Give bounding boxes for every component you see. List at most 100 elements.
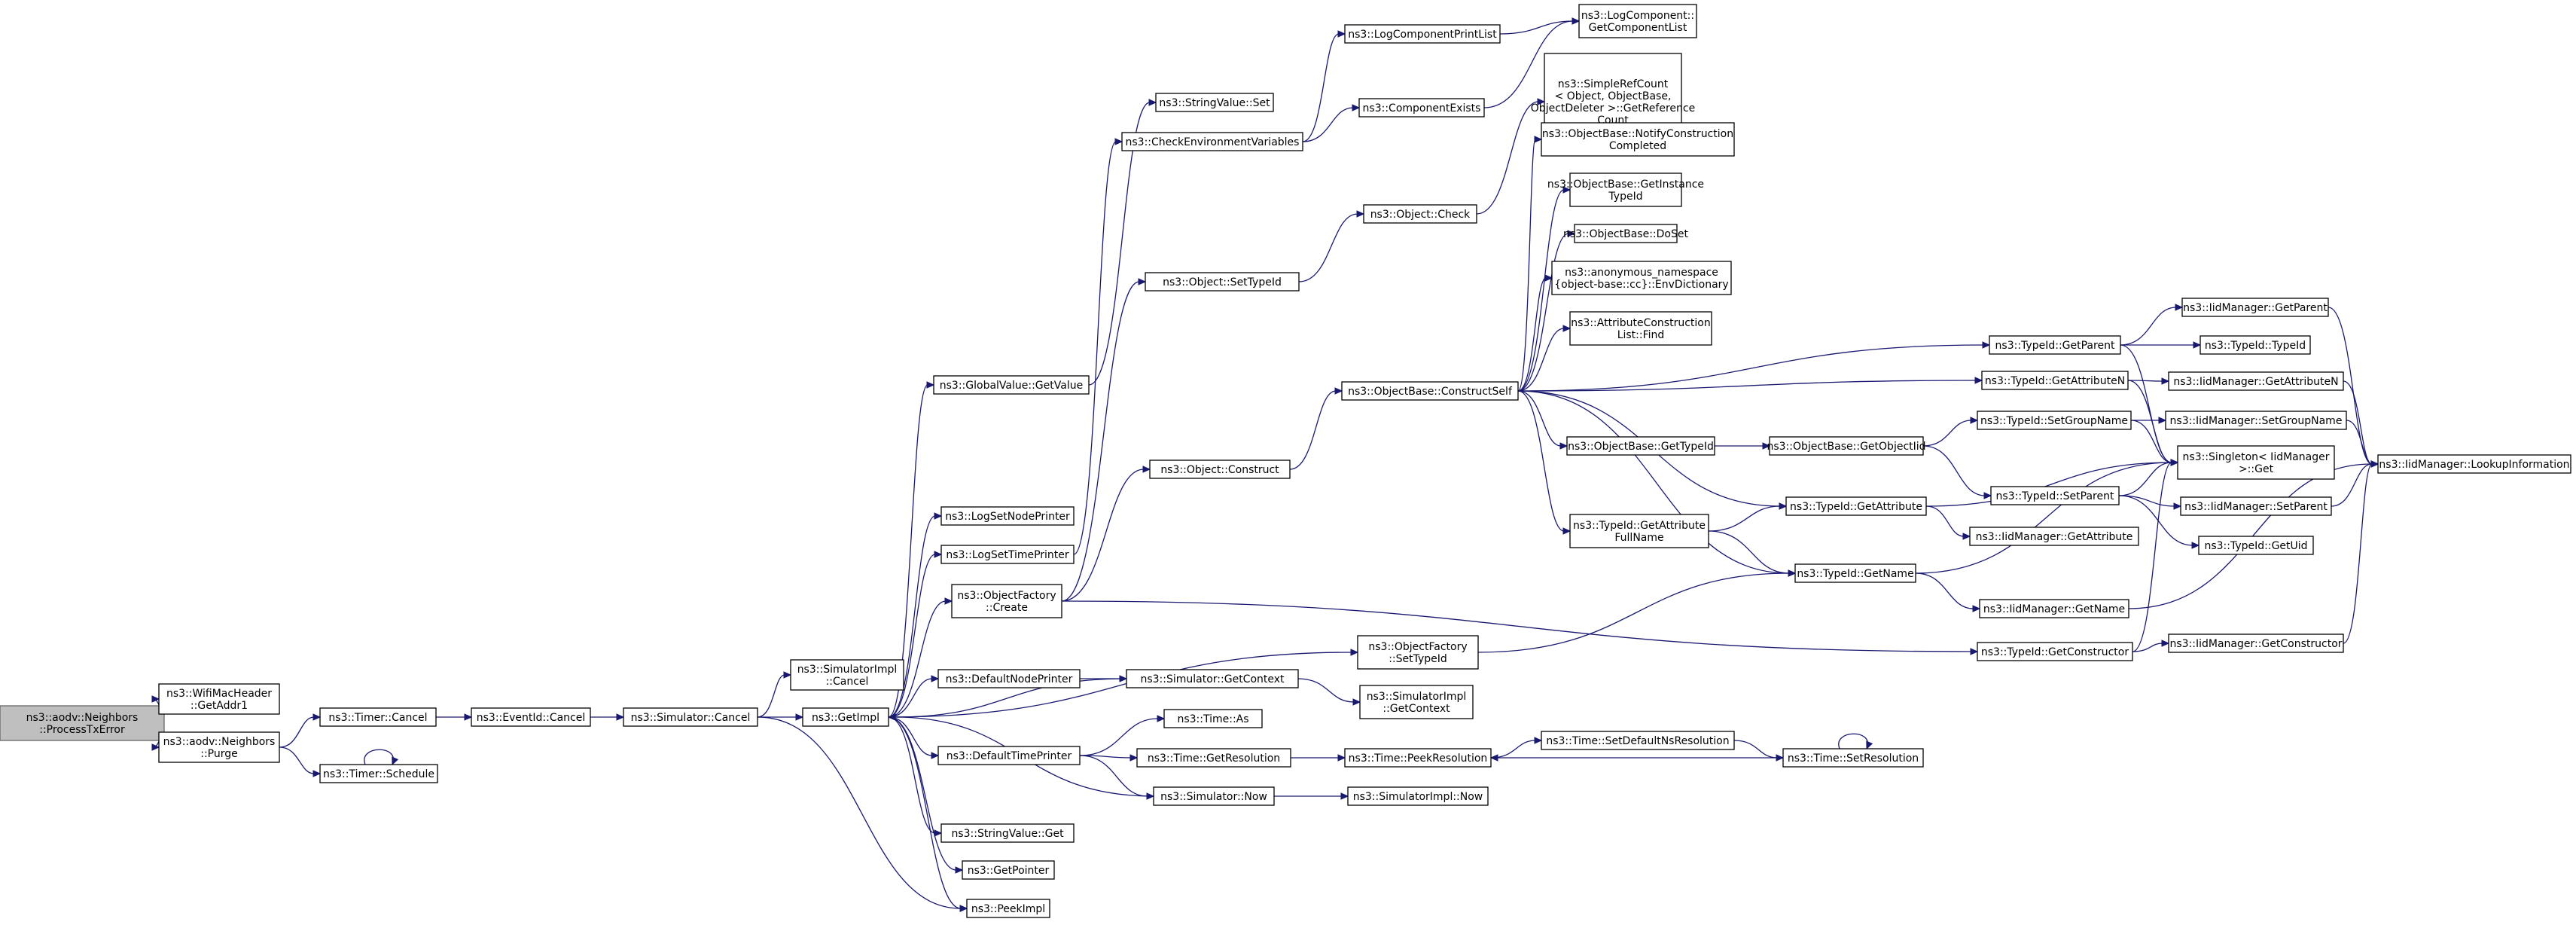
- node-timegetres[interactable]: ns3::Time::GetResolution: [1136, 748, 1291, 768]
- node-typeidgetuid[interactable]: ns3::TypeId::GetUid: [2198, 536, 2314, 555]
- node-objconstruct[interactable]: ns3::Object::Construct: [1149, 459, 1291, 479]
- node-box: [1126, 669, 1299, 688]
- node-timeas[interactable]: ns3::Time::As: [1163, 709, 1263, 728]
- node-defaultnodeprinter[interactable]: ns3::DefaultNodePrinter: [937, 669, 1081, 688]
- node-simimplcancel[interactable]: ns3::SimulatorImpl::Cancel: [790, 659, 904, 691]
- node-objfactorysettypeid[interactable]: ns3::ObjectFactory::SetTypeId: [1357, 635, 1479, 670]
- node-purge[interactable]: ns3::aodv::Neighbors::Purge: [158, 731, 280, 763]
- node-label: ns3::anonymous_namespace: [1565, 267, 1718, 279]
- node-label: ns3::EventId::Cancel: [477, 712, 586, 724]
- node-logsetnode[interactable]: ns3::LogSetNodePrinter: [940, 506, 1075, 526]
- node-iidlookup[interactable]: ns3::IidManager::LookupInformation: [2377, 454, 2571, 474]
- edge-iidgetname-to-iidlookup: [2128, 460, 2379, 609]
- call-nodes: ns3::aodv::Neighbors::ProcessTxErrorns3:…: [0, 4, 2571, 918]
- edge-simcancel-to-simimplcancel: [757, 671, 792, 718]
- node-box: [1541, 731, 1735, 750]
- node-iidgetparent[interactable]: ns3::IidManager::GetParent: [2181, 298, 2329, 317]
- node-label: ns3::StringValue::Set: [1159, 97, 1270, 109]
- node-iidgetname[interactable]: ns3::IidManager::GetName: [1979, 599, 2129, 618]
- node-timepeekres[interactable]: ns3::Time::PeekResolution: [1344, 748, 1492, 768]
- node-compexists[interactable]: ns3::ComponentExists: [1358, 98, 1485, 118]
- node-box: [1136, 748, 1291, 768]
- node-peekimpl[interactable]: ns3::PeekImpl: [966, 899, 1050, 918]
- node-simcancel[interactable]: ns3::Simulator::Cancel: [623, 707, 758, 727]
- edge-checkenv-to-logcompprintlist: [1302, 30, 1346, 142]
- node-objsettypeid[interactable]: ns3::Object::SetTypeId: [1145, 272, 1300, 292]
- call-edges: [151, 17, 2379, 912]
- edge-constructself-to-typeidgetparent: [1517, 341, 1991, 392]
- node-box: [471, 707, 591, 727]
- node-box: [1794, 563, 1916, 583]
- node-simimplnow[interactable]: ns3::SimulatorImpl::Now: [1347, 786, 1489, 806]
- node-label: ns3::TypeId::GetConstructor: [1981, 646, 2129, 658]
- node-logsettime[interactable]: ns3::LogSetTimePrinter: [940, 545, 1075, 564]
- edge-timerschedule-to-timerschedule: [364, 749, 399, 766]
- edge-logsettime-to-checkenv: [1073, 138, 1123, 555]
- node-simimplgetcontext[interactable]: ns3::SimulatorImpl::GetContext: [1359, 685, 1474, 719]
- node-box: [1977, 642, 2133, 661]
- node-label: {object-base::cc}::EnvDictionary: [1554, 279, 1728, 291]
- node-getpointer[interactable]: ns3::GetPointer: [962, 860, 1055, 880]
- edge-eventidcancel-to-simcancel: [590, 713, 625, 721]
- node-label: ns3::Time::GetResolution: [1148, 753, 1280, 765]
- node-checkenv[interactable]: ns3::CheckEnvironmentVariables: [1121, 132, 1303, 151]
- node-doset[interactable]: ns3::ObjectBase::DoSet: [1563, 224, 1688, 243]
- node-singletonget[interactable]: ns3::Singleton< IidManager>::Get: [2177, 445, 2335, 480]
- node-iidsetparent[interactable]: ns3::IidManager::SetParent: [2180, 496, 2332, 516]
- node-logcompget[interactable]: ns3::LogComponent::GetComponentList: [1578, 4, 1697, 38]
- node-timerschedule[interactable]: ns3::Timer::Schedule: [319, 764, 438, 783]
- node-label: ns3::Time::SetDefaultNsResolution: [1546, 735, 1729, 747]
- node-typeidsetparent[interactable]: ns3::TypeId::SetParent: [1990, 486, 2120, 505]
- node-logcompprintlist[interactable]: ns3::LogComponentPrintList: [1344, 24, 1501, 44]
- node-getaddr1[interactable]: ns3::WifiMacHeader::GetAddr1: [158, 683, 280, 715]
- node-iidgetconstructor[interactable]: ns3::IidManager::GetConstructor: [2168, 633, 2344, 653]
- node-label: < Object, ObjectBase,: [1555, 90, 1672, 102]
- node-typeidgetname[interactable]: ns3::TypeId::GetName: [1794, 563, 1916, 583]
- edge-timepeekres-to-timesetdefault: [1490, 737, 1543, 759]
- node-label: ns3::SimpleRefCount: [1558, 78, 1669, 90]
- node-objfactorycreate[interactable]: ns3::ObjectFactory::Create: [951, 584, 1062, 618]
- node-getobjectiid[interactable]: ns3::ObjectBase::GetObjectIid: [1767, 436, 1926, 456]
- node-setgroupname[interactable]: ns3::TypeId::SetGroupName: [1977, 411, 2132, 430]
- node-eventidcancel[interactable]: ns3::EventId::Cancel: [471, 707, 591, 727]
- node-timercancel[interactable]: ns3::Timer::Cancel: [319, 707, 437, 727]
- node-getimpl[interactable]: ns3::GetImpl: [802, 707, 889, 727]
- node-iidgetattributen[interactable]: ns3::IidManager::GetAttributeN: [2168, 371, 2344, 391]
- node-typeidgetattributen[interactable]: ns3::TypeId::GetAttributeN: [1981, 371, 2129, 390]
- node-simnow[interactable]: ns3::Simulator::Now: [1153, 786, 1275, 806]
- node-label: Completed: [1609, 140, 1666, 152]
- node-notifyconstruction[interactable]: ns3::ObjectBase::NotifyConstructionCompl…: [1541, 122, 1735, 157]
- edge-typeidgetparent-to-typeidtypeid: [2120, 341, 2202, 349]
- node-box: [1969, 527, 2139, 546]
- node-objbasegettypeid[interactable]: ns3::ObjectBase::GetTypeId: [1566, 436, 1715, 456]
- node-simgetcontext[interactable]: ns3::Simulator::GetContext: [1126, 669, 1299, 688]
- node-iidgetattribute[interactable]: ns3::IidManager::GetAttribute: [1969, 527, 2139, 546]
- node-objcheck[interactable]: ns3::Object::Check: [1363, 204, 1477, 224]
- node-typeidgetconstructor[interactable]: ns3::TypeId::GetConstructor: [1977, 642, 2133, 661]
- node-box: [2377, 454, 2571, 474]
- node-stringvalueset[interactable]: ns3::StringValue::Set: [1155, 93, 1274, 112]
- node-root[interactable]: ns3::aodv::Neighbors::ProcessTxError: [0, 705, 165, 741]
- node-label: ns3::ObjectBase::GetObjectIid: [1767, 441, 1925, 453]
- node-globalvalueget[interactable]: ns3::GlobalValue::GetValue: [933, 375, 1090, 395]
- node-label: ns3::IidManager::GetAttributeN: [2173, 376, 2338, 388]
- node-typeidgetparent[interactable]: ns3::TypeId::GetParent: [1989, 335, 2121, 355]
- node-box: [1785, 496, 1927, 516]
- node-constructself[interactable]: ns3::ObjectBase::ConstructSelf: [1341, 381, 1519, 401]
- node-box: [623, 707, 758, 727]
- node-typeidtypeid[interactable]: ns3::TypeId::TypeId: [2200, 335, 2311, 355]
- node-box: [1145, 272, 1300, 292]
- edge-objsettypeid-to-objcheck: [1298, 210, 1365, 282]
- node-envdictionary[interactable]: ns3::anonymous_namespace{object-base::cc…: [1551, 261, 1732, 295]
- edge-getimpl-to-logsettime: [888, 551, 943, 718]
- node-iidsetgroupname[interactable]: ns3::IidManager::SetGroupName: [2165, 411, 2347, 430]
- node-timesetres[interactable]: ns3::Time::SetResolution: [1782, 748, 1924, 768]
- node-typeidgetattribute[interactable]: ns3::TypeId::GetAttribute: [1785, 496, 1927, 516]
- node-timesetdefault[interactable]: ns3::Time::SetDefaultNsResolution: [1541, 731, 1735, 750]
- node-defaulttimeprinter[interactable]: ns3::DefaultTimePrinter: [937, 746, 1081, 765]
- node-stringvalueget[interactable]: ns3::StringValue::Get: [940, 823, 1075, 843]
